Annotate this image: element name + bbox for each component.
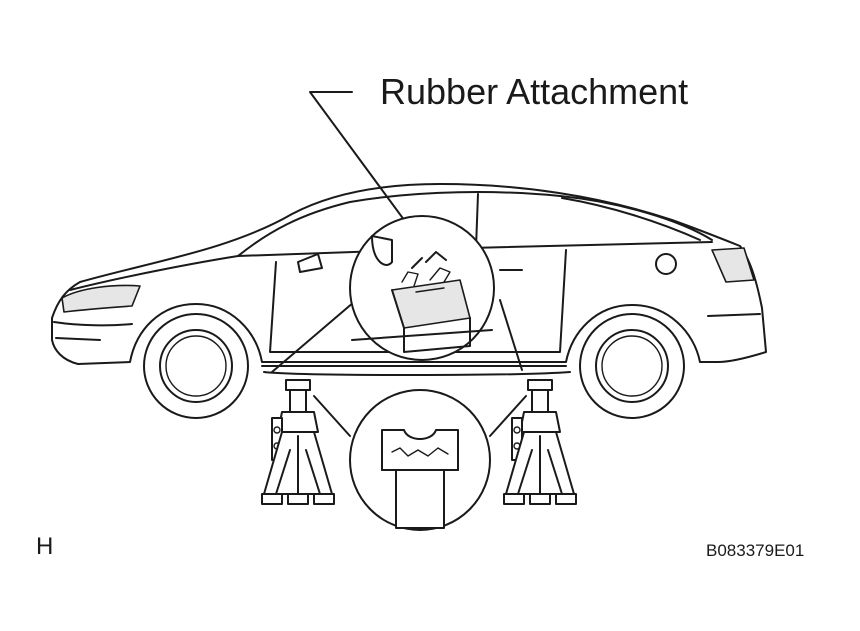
detail-circle-lower [313, 389, 527, 531]
rear-wheel [579, 313, 685, 419]
figure-id: B083379E01 [706, 541, 804, 560]
b-pillar [475, 193, 479, 249]
front-wheel [143, 313, 249, 419]
headlight [61, 284, 141, 313]
corner-label: H [36, 533, 53, 560]
front-grille [55, 337, 101, 341]
callout-label: Rubber Attachment [380, 71, 688, 112]
hood-line [69, 255, 239, 291]
side-mirror [297, 253, 323, 273]
jack-point-line [263, 371, 571, 376]
callout-leader-line [309, 91, 439, 267]
front-bumper [53, 321, 133, 327]
fuel-door [655, 253, 677, 275]
tail-light [711, 247, 755, 283]
jack-stand-right [503, 379, 577, 505]
jack-stand-left [261, 379, 335, 505]
window-frame [237, 191, 713, 257]
rear-window [561, 197, 701, 241]
rear-bumper [707, 313, 761, 317]
detail-circle-upper [271, 215, 523, 373]
